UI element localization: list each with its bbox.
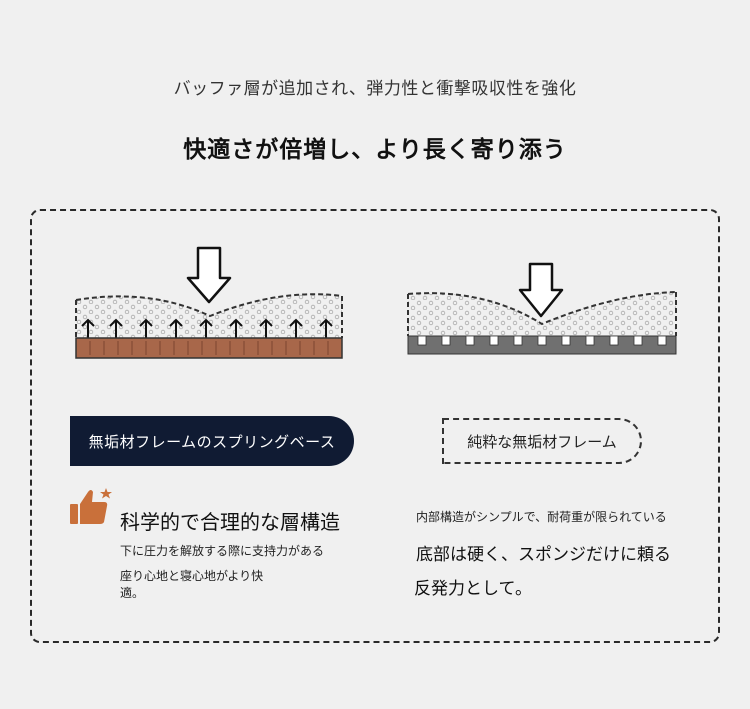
solid-frame-diagram (407, 262, 677, 355)
spring-base-label: 無垢材フレームのスプリングベース (70, 416, 354, 466)
right-heading: 底部は硬く、スポンジだけに頼る (416, 545, 671, 565)
left-heading: 科学的で合理的な層構造 (120, 510, 340, 534)
spring-base-diagram (75, 246, 343, 359)
thumbs-up-icon (70, 488, 112, 524)
solid-frame-label: 純粋な無垢材フレーム (442, 418, 642, 464)
left-description: 下に圧力を解放する際に支持力がある (120, 544, 325, 558)
subtitle: バッファ層が追加され、弾力性と衝撃吸収性を強化 (173, 79, 577, 99)
comparison-frame (30, 209, 720, 643)
right-heading-continued: 反発力として。 (414, 579, 532, 599)
right-description: 内部構造がシンプルで、耐荷重が限られている (416, 510, 667, 524)
left-description-comfort: 座り心地と寝心地がより快適。 (120, 569, 264, 600)
page-title: 快適さが倍増し、より長く寄り添う (183, 137, 567, 163)
